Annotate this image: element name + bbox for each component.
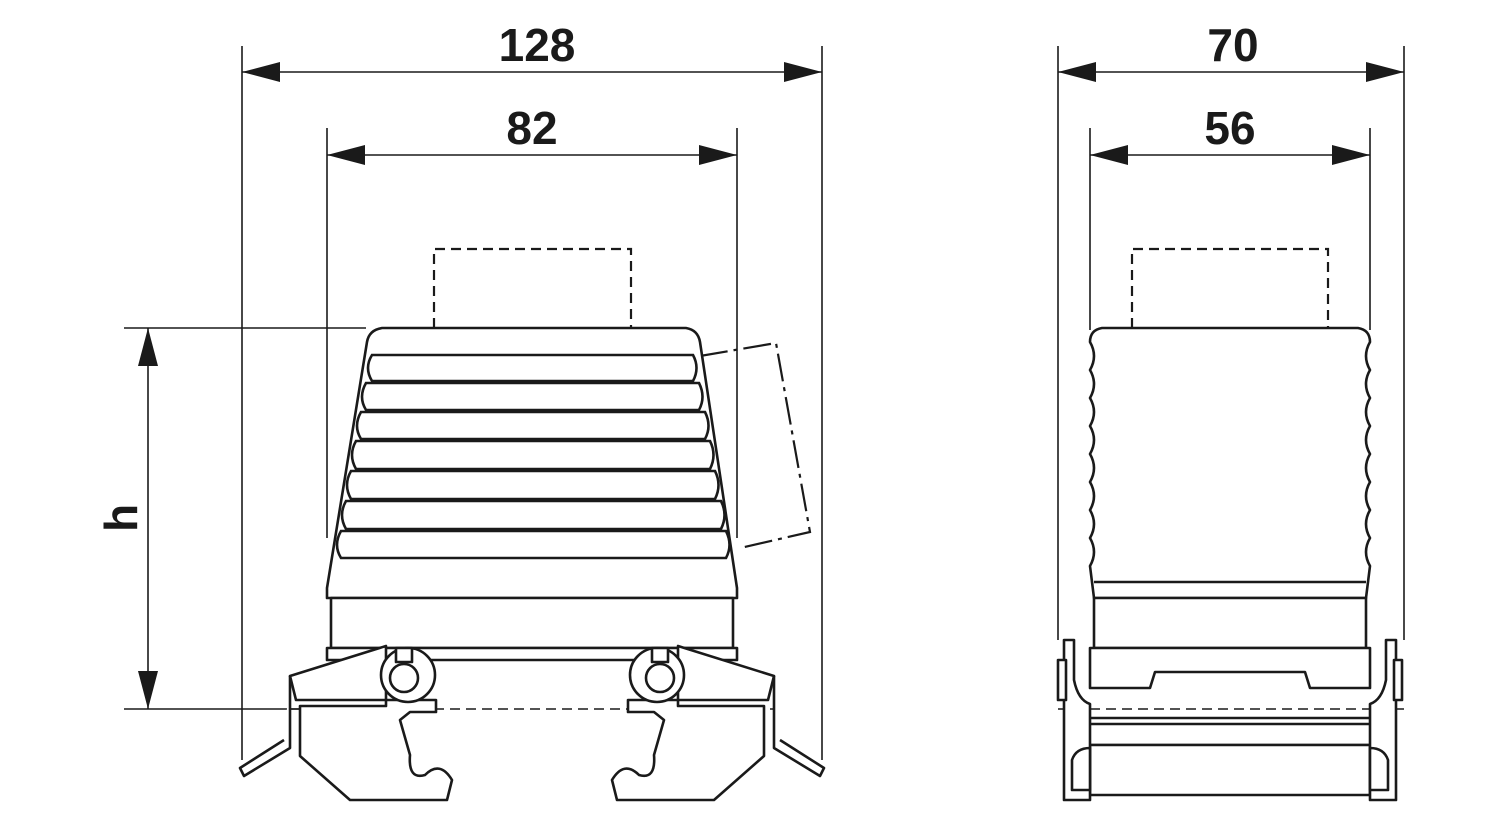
dimension-82: 82 xyxy=(327,102,737,165)
base-frame xyxy=(238,644,826,802)
dimension-h: h xyxy=(95,328,158,709)
dimension-label-70: 70 xyxy=(1207,19,1258,71)
dimension-128: 128 xyxy=(242,19,822,82)
side-hood-body xyxy=(1088,326,1372,600)
cable-entry-outline xyxy=(432,247,633,328)
side-view: 70 56 xyxy=(1056,19,1405,802)
dimension-label-82: 82 xyxy=(506,102,557,154)
side-cable-entry-outline xyxy=(1130,247,1330,328)
hood-lower-band xyxy=(329,596,735,650)
dimension-label-128: 128 xyxy=(499,19,576,71)
dimension-label-h: h xyxy=(95,504,147,532)
side-base xyxy=(1056,638,1404,802)
hood-body xyxy=(325,326,739,600)
dimension-56: 56 xyxy=(1090,102,1370,165)
dimension-label-56: 56 xyxy=(1204,102,1255,154)
front-view: 128 82 h xyxy=(95,19,826,802)
side-lower-band xyxy=(1092,596,1368,650)
dimension-70: 70 xyxy=(1058,19,1404,82)
